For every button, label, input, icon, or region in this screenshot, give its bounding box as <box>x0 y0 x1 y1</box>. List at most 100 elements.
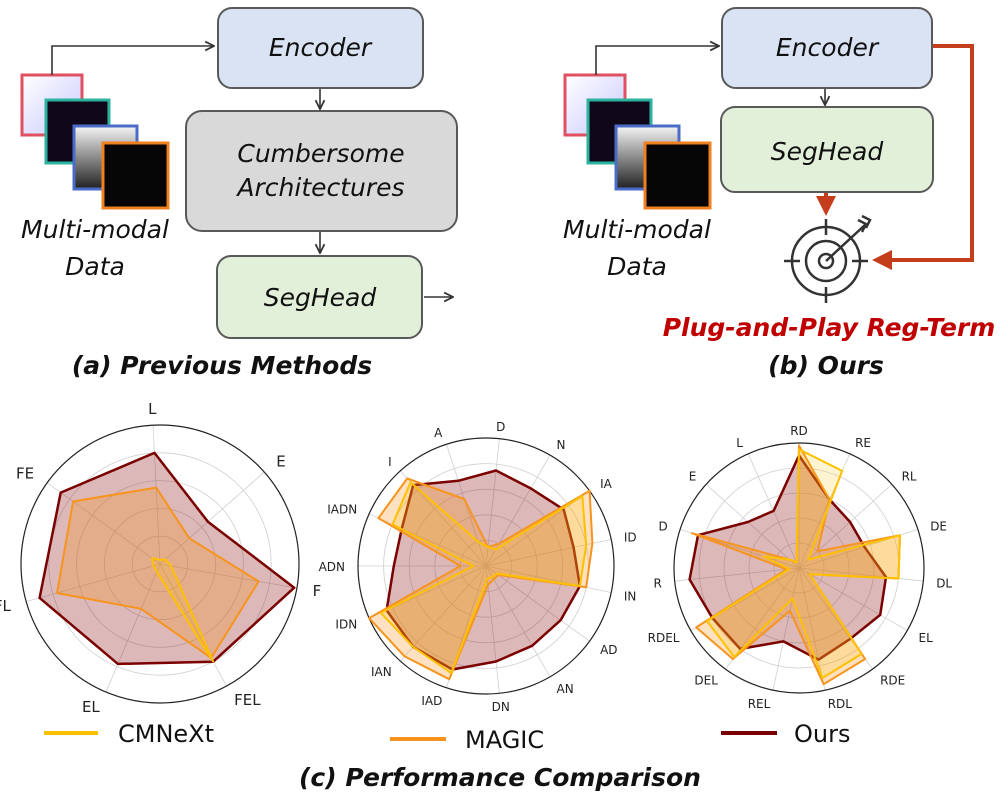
radar-series-ours <box>38 451 296 666</box>
radar-grid-ring <box>48 452 272 676</box>
radar-outer-ring <box>357 437 615 695</box>
radar-axis-label: N <box>557 438 566 452</box>
radar-axis-label: IAD <box>421 694 442 708</box>
radar-spoke <box>105 563 161 693</box>
radar-axis-label: F <box>313 582 322 600</box>
encoder-label-right: Encoder <box>776 33 880 62</box>
radar-spoke <box>485 565 551 678</box>
radar-series-magic <box>368 477 594 681</box>
radar-spoke <box>485 438 500 567</box>
radar-axis-label: DL <box>936 576 952 590</box>
radar-axis-label: AD <box>600 643 617 657</box>
radar-spoke <box>368 513 487 567</box>
radar-axis-label: A <box>434 426 443 440</box>
radar-axis-label: EL <box>919 631 934 645</box>
radar-axis-label: RL <box>902 470 917 484</box>
seghead-label-right: SegHead <box>771 137 884 166</box>
radar-chart-1: FELFEFLELFEL <box>0 400 321 716</box>
radar-axis-label: FL <box>0 597 11 615</box>
radar-outer-ring <box>673 442 925 694</box>
radar-spoke <box>152 425 161 565</box>
radar-axis-label: RDEL <box>648 631 680 645</box>
diagram-ours: Multi-modal Data Encoder SegHead Plug-an… <box>563 7 995 380</box>
radar-axis-label: AN <box>557 682 574 696</box>
radar-series-ours <box>688 454 888 661</box>
radar-outer-ring <box>20 424 300 704</box>
caption-c: (c) Performance Comparison <box>299 763 701 792</box>
radar-axis-label: E <box>689 470 697 484</box>
diagram-previous-methods: Multi-modal Data Encoder Cumbersome Arch… <box>20 7 458 380</box>
legend-label-ours: Ours <box>794 720 850 748</box>
seghead-box-right <box>720 106 934 193</box>
data-label-line1-right: Multi-modal <box>563 215 711 244</box>
radar-spoke <box>46 482 161 565</box>
radar-spoke <box>798 567 826 691</box>
radar-spoke <box>159 471 265 565</box>
encoder-box-right <box>721 7 933 89</box>
radar-spoke <box>26 563 161 603</box>
caption-b: (b) Ours <box>768 351 884 380</box>
radar-spoke <box>674 567 800 582</box>
legend-label-cmnext: CMNeXt <box>118 720 214 748</box>
radar-spoke <box>485 538 612 567</box>
radar-spoke <box>159 563 227 687</box>
radar-axis-label: RD <box>790 424 808 438</box>
radar-axis-label: ID <box>624 531 637 545</box>
radar-spoke <box>798 567 924 582</box>
radar-axis-label: L <box>148 400 157 418</box>
radar-axis-label: D <box>496 420 505 434</box>
radar-axis-label: E <box>276 452 285 470</box>
radar-axis-label: RE <box>855 436 871 450</box>
radar-axis-label: IADN <box>327 503 357 517</box>
cumbersome-architecture-box <box>185 110 458 232</box>
encoder-box <box>217 7 424 89</box>
radar-axis-label: RDE <box>880 674 905 688</box>
radar-spoke <box>705 484 800 569</box>
encoder-to-target-arrow <box>872 44 974 270</box>
radar-axis-label: FEL <box>234 691 261 709</box>
data-label-line1: Multi-modal <box>21 215 169 244</box>
radar-grid-ring <box>76 480 244 648</box>
radar-axis-label: EL <box>82 698 100 716</box>
radar-axis-label: D <box>659 519 668 533</box>
target-icon <box>784 214 872 303</box>
radar-spoke <box>485 565 500 694</box>
radar-axis-label: DE <box>930 519 947 533</box>
radar-axis-label: DEL <box>694 674 718 688</box>
radar-axis-label: R <box>653 576 661 590</box>
data-label-line2-right: Data <box>607 252 667 281</box>
radar-axis-label: ADN <box>319 560 345 574</box>
radar-axis-label: IA <box>600 477 613 491</box>
radar-spoke <box>798 484 893 569</box>
legend-label-magic: MAGIC <box>465 726 544 754</box>
input-arrow <box>51 46 213 75</box>
radar-axis-label: IDN <box>335 617 357 631</box>
radar-series-cmnext <box>151 557 215 663</box>
middle-label-line1: Cumbersome <box>237 139 404 168</box>
legend: CMNeXt MAGIC Ours <box>44 720 850 754</box>
input-arrow-right <box>595 46 718 75</box>
radar-grid-ring <box>104 507 216 620</box>
seghead-label: SegHead <box>264 283 377 312</box>
radar-spoke <box>485 565 612 594</box>
radar-axis-label: FE <box>16 465 34 483</box>
radar-spoke <box>159 563 297 589</box>
radar-series-ours <box>385 469 582 671</box>
radar-axis-label: REL <box>748 697 771 711</box>
radar-spoke <box>485 565 590 642</box>
radar-spoke <box>485 454 551 567</box>
multimodal-image-stack-right <box>563 73 712 210</box>
radar-spoke <box>400 565 487 662</box>
radar-series-magic <box>691 444 901 686</box>
radar-axis-label: L <box>736 436 743 450</box>
radar-axis-label: RDL <box>828 697 853 711</box>
radar-series-cmnext <box>706 448 901 679</box>
radar-spoke <box>772 567 800 691</box>
radar-grid-ring <box>131 535 189 593</box>
data-label-line2: Data <box>65 252 125 281</box>
seghead-box <box>216 255 423 339</box>
radar-axis-label: IN <box>624 589 637 603</box>
